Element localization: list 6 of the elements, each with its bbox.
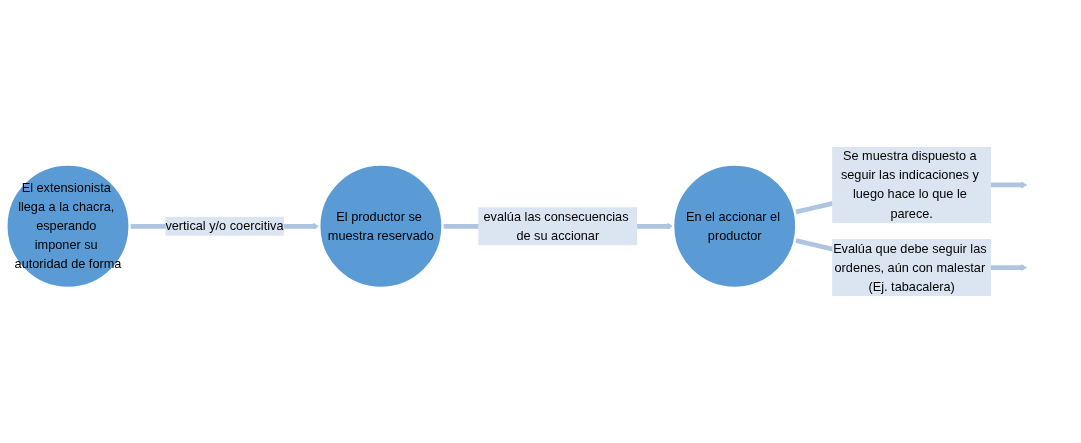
edge-label: vertical y/o coercitiva — [165, 219, 284, 233]
node-circle: El productor se muestra reservado — [318, 163, 444, 290]
node-circle: En el accionar el productor — [671, 163, 798, 290]
edge-label: Se muestra dispuesto a seguir las indicaciones y luego hace lo que le parece. — [840, 149, 979, 220]
edge-label: Evalúa que debe seguir las ordenes, aún con malestar (Ej. tabacalera) — [833, 241, 987, 294]
edge-label: evalúa las consecuencias de su accionar — [483, 209, 629, 243]
